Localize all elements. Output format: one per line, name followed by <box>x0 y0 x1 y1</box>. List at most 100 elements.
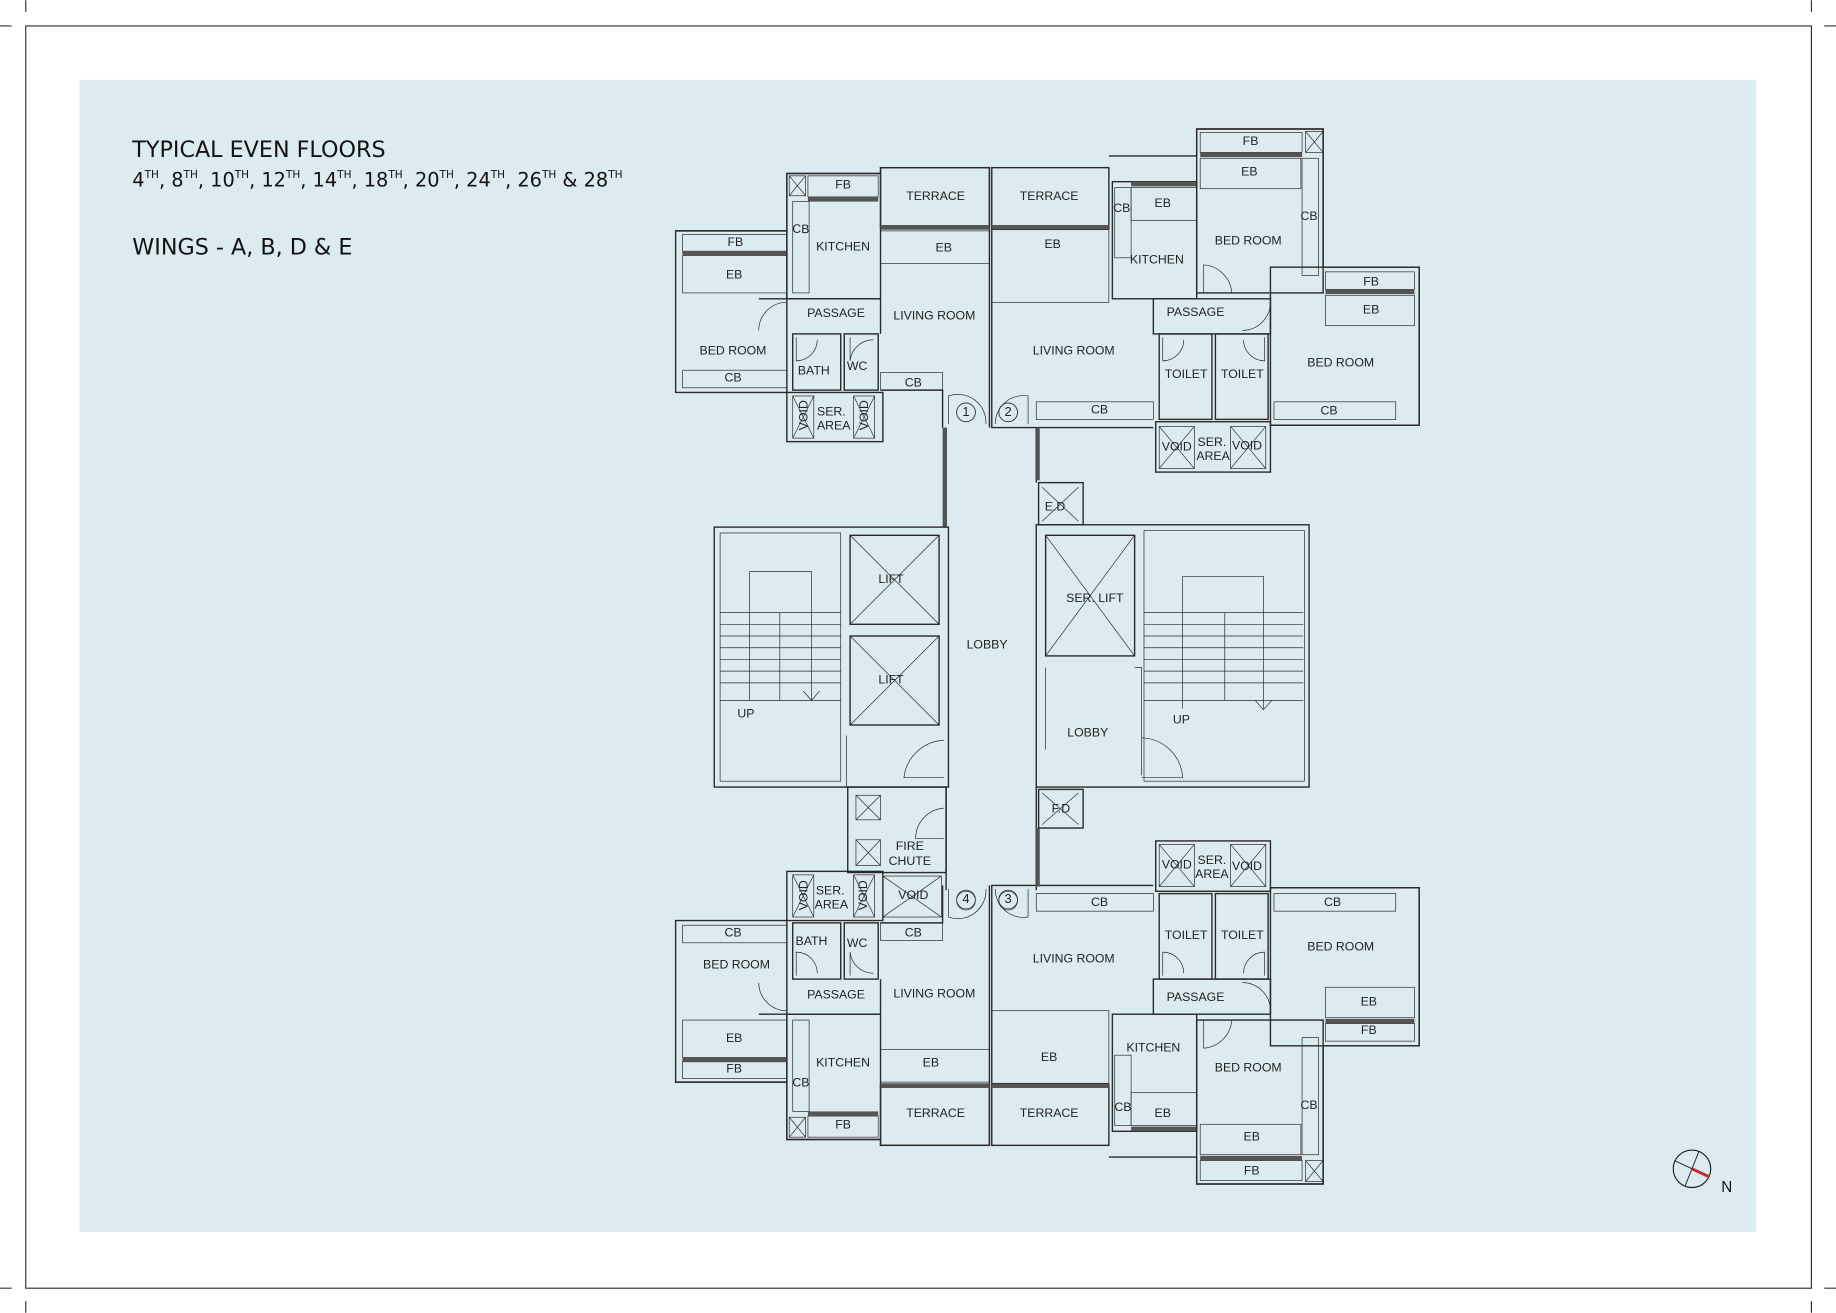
room-label-cb: CB <box>792 222 809 236</box>
room-label-terrace: TERRACE <box>1020 1106 1079 1120</box>
room-label-cb: CB <box>1301 209 1318 223</box>
room-label-fb: FB <box>1363 275 1379 289</box>
room-label-bed-room: BED ROOM <box>1215 1060 1282 1074</box>
unit-number: 3 <box>1005 891 1012 906</box>
room-label-void: VOID <box>1162 440 1192 454</box>
room-label-toilet: TOILET <box>1165 928 1208 942</box>
room-label-toilet: TOILET <box>1221 367 1264 381</box>
room-label-eb: EB <box>923 1056 939 1070</box>
room-labels: FB KITCHEN CB TERRACE EB FB EB PASSAGE LIVING RO… <box>700 134 1380 1177</box>
room-label-cb: CB <box>792 1076 809 1090</box>
room-label-bath: BATH <box>796 934 828 948</box>
floor-separator: , <box>300 168 312 191</box>
room-label-bed-room: BED ROOM <box>1307 355 1374 369</box>
room-label-wc: WC <box>847 936 868 950</box>
unit-number-marker <box>956 889 976 910</box>
unit-number-marker <box>998 889 1018 910</box>
floor-separator: , <box>505 168 517 191</box>
room-label-lift: LIFT <box>878 572 904 586</box>
room-label-eb: EB <box>1155 196 1171 210</box>
floor-list: 4TH, 8TH, 10TH, 12TH, 14TH, 18TH, 20TH, … <box>132 168 622 191</box>
room-label-area: AREA <box>815 898 849 912</box>
room-label-cb: CB <box>905 926 922 940</box>
floor-number: 12 <box>261 168 286 191</box>
unit-number-marker <box>998 402 1018 423</box>
floor-suffix: TH <box>541 169 556 181</box>
room-label-eb: EB <box>1361 995 1377 1009</box>
plan-title: TYPICAL EVEN FLOORS <box>131 137 385 163</box>
room-label-void: VOID <box>796 400 810 430</box>
room-label-lobby: LOBBY <box>967 638 1008 652</box>
room-label-living-room: LIVING ROOM <box>893 987 975 1001</box>
room-label-lift: LIFT <box>878 673 904 687</box>
room-label-fb: FB <box>835 1118 851 1132</box>
room-label-void: VOID <box>857 400 871 430</box>
floor-suffix: TH <box>387 169 402 181</box>
room-label-e-d: E.D <box>1045 499 1066 513</box>
floor-suffix: TH <box>144 169 159 181</box>
room-label-bed-room: BED ROOM <box>700 344 767 358</box>
room-label-toilet: TOILET <box>1165 367 1208 381</box>
floor-suffix: TH <box>490 169 505 181</box>
unit-number-marker <box>956 402 976 423</box>
floor-separator: , <box>454 168 466 191</box>
room-label-cb: CB <box>1301 1098 1318 1112</box>
room-label-ser-lift: SER. LIFT <box>1066 591 1124 605</box>
floor-suffix: TH <box>285 169 300 181</box>
floor-separator: , <box>249 168 261 191</box>
room-label-ser: SER. <box>1198 853 1227 867</box>
room-label-cb: CB <box>905 375 922 389</box>
floor-separator: , <box>198 168 210 191</box>
room-label-living-room: LIVING ROOM <box>1033 951 1115 965</box>
floor-number: 26 <box>517 168 542 191</box>
room-label-area: AREA <box>1196 449 1230 463</box>
room-label-eb: EB <box>1044 237 1060 251</box>
room-label-cb: CB <box>1091 895 1108 909</box>
floor-number: 8 <box>171 168 183 191</box>
floor-number: 20 <box>415 168 440 191</box>
room-label-fb: FB <box>726 1061 742 1075</box>
room-label-fb: FB <box>1243 134 1259 148</box>
room-label-passage: PASSAGE <box>1167 305 1225 319</box>
room-label-cb: CB <box>724 371 741 385</box>
floor-number: 14 <box>313 168 338 191</box>
room-label-passage: PASSAGE <box>807 988 865 1002</box>
north-compass: N <box>1672 1149 1732 1196</box>
floor-suffix: TH <box>183 169 198 181</box>
room-label-fb: FB <box>1244 1163 1260 1177</box>
room-label-toilet: TOILET <box>1221 928 1264 942</box>
room-label-eb: EB <box>726 1031 742 1045</box>
floor-number: 4 <box>132 168 144 191</box>
room-label-bed-room: BED ROOM <box>1215 234 1282 248</box>
room-label-lobby: LOBBY <box>1067 725 1108 739</box>
room-label-eb: EB <box>936 241 952 255</box>
room-label-ser: SER. <box>816 884 845 898</box>
room-label-fb: FB <box>727 235 743 249</box>
floor-suffix: TH <box>234 169 249 181</box>
room-label-kitchen: KITCHEN <box>816 1056 870 1070</box>
room-label-ser: SER. <box>817 405 846 419</box>
room-label-cb: CB <box>1114 1100 1131 1114</box>
room-label-up: UP <box>1173 713 1190 727</box>
room-label-eb: EB <box>726 268 742 282</box>
room-label-eb: EB <box>1244 1129 1260 1143</box>
room-label-living-room: LIVING ROOM <box>1033 344 1115 358</box>
wings-label: WINGS - A, B, D & E <box>132 234 352 260</box>
room-label-cb: CB <box>1091 402 1108 416</box>
room-label-fire: FIRE <box>896 839 924 853</box>
room-label-area: AREA <box>1195 867 1229 881</box>
room-label-terrace: TERRACE <box>906 1106 965 1120</box>
floor-suffix: TH <box>607 169 622 181</box>
room-label-eb: EB <box>1041 1050 1057 1064</box>
room-label-terrace: TERRACE <box>1020 189 1079 203</box>
room-label-passage: PASSAGE <box>807 306 865 320</box>
room-label-wc: WC <box>847 359 868 373</box>
room-label-chute: CHUTE <box>889 854 931 868</box>
room-label-bed-room: BED ROOM <box>1307 940 1374 954</box>
room-label-terrace: TERRACE <box>906 189 965 203</box>
room-label-bed-room: BED ROOM <box>703 957 770 971</box>
north-label: N <box>1721 1179 1732 1196</box>
unit-number: 4 <box>962 891 969 906</box>
